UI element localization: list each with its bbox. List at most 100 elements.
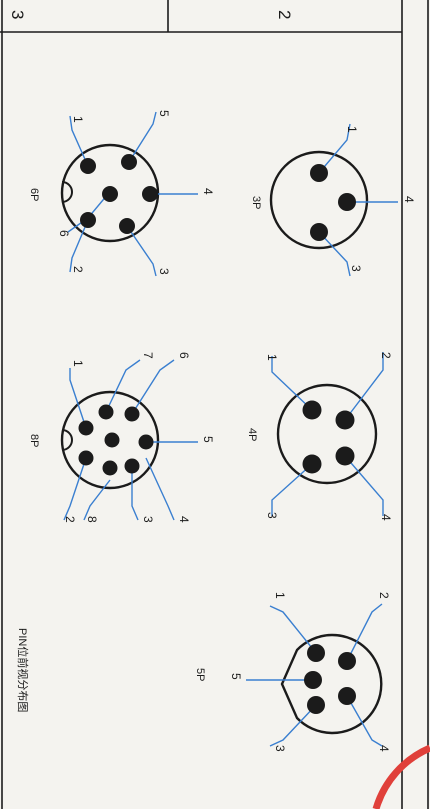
lead-8p-6 xyxy=(131,359,175,415)
pin-4p-4 xyxy=(335,446,355,466)
pin-3p-1 xyxy=(310,164,328,182)
pin-8p-2 xyxy=(78,450,94,466)
connector-6p-leads xyxy=(67,111,198,277)
red-stamp-arc xyxy=(372,744,430,809)
lead-4p-4 xyxy=(344,455,384,516)
pin-6p-1 xyxy=(80,158,96,174)
pin-number-8p-1: 1 xyxy=(71,360,85,367)
connector-label-8p: 8P xyxy=(28,434,40,447)
pin-number-6p-3: 3 xyxy=(157,268,171,275)
pin-number-4p-1: 1 xyxy=(265,354,279,361)
pin-number-8p-2: 2 xyxy=(63,516,77,523)
pin-number-4p-3: 3 xyxy=(265,512,279,519)
connector-8p: 1 7 6 5 2 8 3 4 8P xyxy=(28,352,215,523)
pin-5p-2 xyxy=(338,652,356,670)
sheet-caption: PIN位前视分布图 xyxy=(16,628,30,712)
connector-4p: 1 2 3 4 4P xyxy=(246,352,393,521)
pin-number-5p-1: 1 xyxy=(273,592,287,599)
lead-5p-2 xyxy=(346,603,383,662)
lead-5p-1 xyxy=(269,605,317,654)
lead-4p-2 xyxy=(344,352,384,421)
connector-3p: 1 4 3 3P xyxy=(250,123,416,277)
connector-4p-leads xyxy=(271,352,384,516)
pin-number-8p-8: 8 xyxy=(85,516,99,523)
pin-5p-5 xyxy=(304,671,322,689)
pin-number-4p-2: 2 xyxy=(379,352,393,359)
pin-8p-5 xyxy=(138,434,154,450)
pin-number-8p-6: 6 xyxy=(177,352,191,359)
lead-8p-8 xyxy=(83,479,111,521)
pin-8p-1 xyxy=(78,420,94,436)
lead-6p-3 xyxy=(126,225,157,277)
pin-number-3p-4: 4 xyxy=(402,196,416,203)
pin-5p-4 xyxy=(338,687,356,705)
pin-8p-8 xyxy=(102,460,118,476)
pin-number-3p-1: 1 xyxy=(345,126,359,133)
pin-8p-6 xyxy=(124,406,140,422)
pin-6p-2 xyxy=(80,212,96,228)
lead-6p-1 xyxy=(69,115,89,167)
lead-3p-3 xyxy=(318,231,351,277)
pin-number-8p-5: 5 xyxy=(201,436,215,443)
pin-6p-3 xyxy=(119,218,135,234)
pin-number-6p-6: 6 xyxy=(57,230,71,237)
connector-6p: 1 5 6 4 2 3 6P xyxy=(28,110,215,277)
pin-number-8p-4: 4 xyxy=(177,516,191,523)
lead-3p-1 xyxy=(318,123,351,174)
connector-3p-shell xyxy=(269,150,369,250)
pin-number-8p-7: 7 xyxy=(141,352,155,359)
lead-8p-7 xyxy=(105,359,141,413)
connector-5p-leads xyxy=(246,603,383,747)
pin-number-5p-4: 4 xyxy=(377,745,391,752)
pin-number-6p-4: 4 xyxy=(201,188,215,195)
pin-8p-center xyxy=(104,432,120,448)
lead-6p-5 xyxy=(128,111,157,163)
lead-4p-1 xyxy=(271,356,313,411)
pin-number-6p-1: 1 xyxy=(71,116,85,123)
pin-number-5p-2: 2 xyxy=(377,592,391,599)
pin-5p-1 xyxy=(307,644,325,662)
pin-6p-4 xyxy=(142,186,158,202)
pin-number-4p-4: 4 xyxy=(379,514,393,521)
lead-5p-4 xyxy=(346,695,383,747)
pin-6p-6 xyxy=(102,186,118,202)
connector-6p-shell xyxy=(60,143,160,243)
pin-8p-3 xyxy=(124,458,140,474)
connector-6p-key-notch xyxy=(61,181,73,203)
connector-8p-leads xyxy=(63,359,198,521)
pin-8p-7 xyxy=(98,404,114,420)
connector-5p: 1 2 5 3 4 5P xyxy=(194,592,391,752)
lead-8p-1 xyxy=(69,368,87,429)
lead-8p-2 xyxy=(63,457,87,521)
pin-number-6p-2: 2 xyxy=(71,266,85,273)
connector-label-5p: 5P xyxy=(194,668,206,681)
connector-5p-shell xyxy=(280,633,383,735)
pin-number-3p-3: 3 xyxy=(349,265,363,272)
connector-8p-shell xyxy=(60,390,160,490)
pin-3p-4 xyxy=(338,193,356,211)
connector-label-6p: 6P xyxy=(28,188,40,201)
pin-number-5p-3: 3 xyxy=(273,745,287,752)
pin-number-6p-5: 5 xyxy=(157,110,171,117)
pin-number-8p-3: 3 xyxy=(141,516,155,523)
lead-5p-3 xyxy=(269,704,317,747)
pin-6p-5 xyxy=(121,154,137,170)
zone-number-3: 3 xyxy=(8,10,27,19)
lead-4p-3 xyxy=(271,463,313,516)
pin-4p-3 xyxy=(302,454,322,474)
pin-4p-2 xyxy=(335,410,355,430)
lead-8p-3 xyxy=(131,466,139,521)
pin-3p-3 xyxy=(310,223,328,241)
pin-5p-3 xyxy=(307,696,325,714)
pin-number-5p-5: 5 xyxy=(229,673,243,680)
zone-number-2: 2 xyxy=(275,10,294,19)
connector-label-4p: 4P xyxy=(246,428,258,441)
connector-4p-shell xyxy=(276,383,378,485)
connector-label-3p: 3P xyxy=(250,196,262,209)
lead-6p-2 xyxy=(69,219,89,273)
connector-8p-key-notch xyxy=(61,429,73,451)
pin-4p-1 xyxy=(302,400,322,420)
